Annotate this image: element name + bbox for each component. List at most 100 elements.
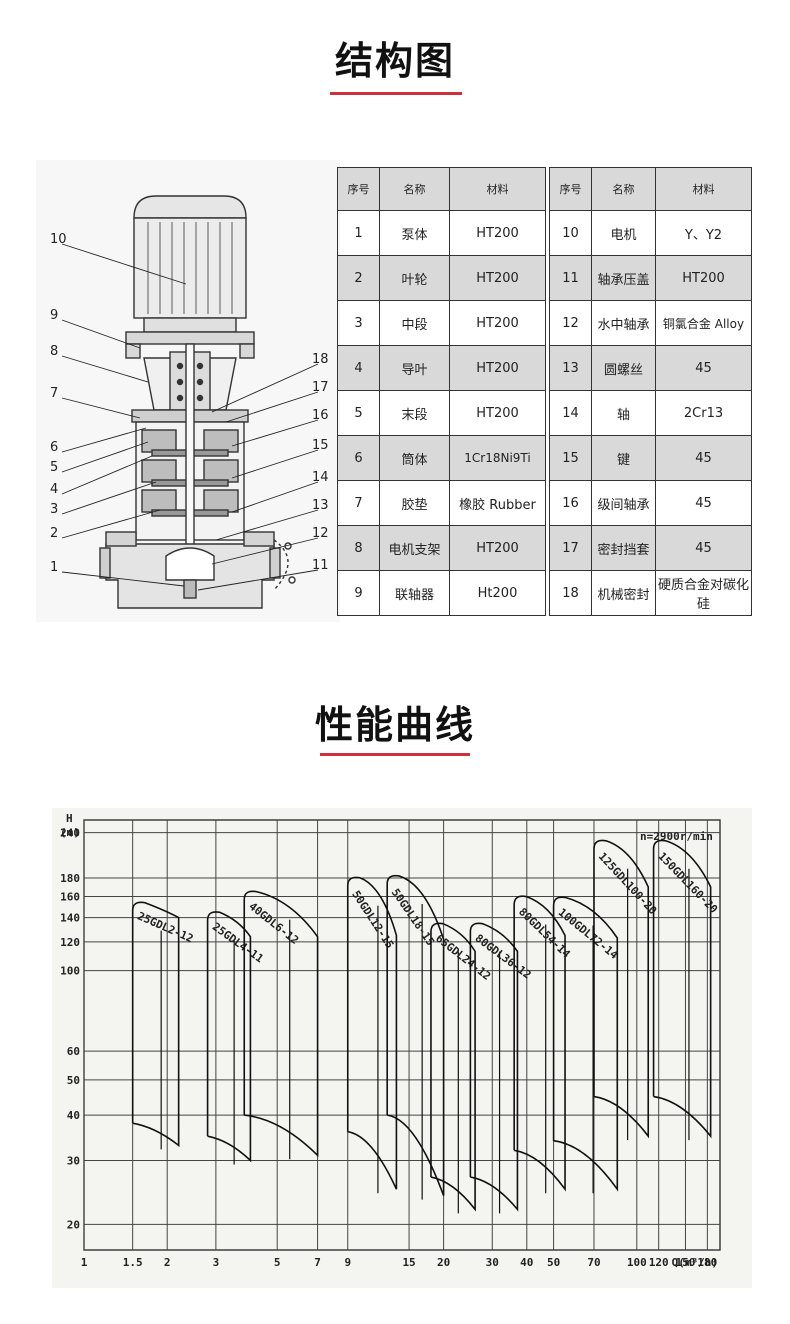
cell-name: 筒体 [379, 435, 450, 481]
callout-6: 6 [50, 440, 59, 455]
cell-material: Y、Y2 [655, 210, 752, 256]
series-curve [131, 901, 180, 1148]
callout-15: 15 [312, 438, 329, 453]
x-tick-label: 1.5 [123, 1256, 143, 1269]
callout-7: 7 [50, 386, 59, 401]
cell-name: 胶垫 [379, 480, 450, 526]
series-label: 150GDL160-20 [655, 850, 720, 916]
performance-heading-rule [320, 753, 470, 756]
cell-no: 2 [337, 255, 380, 301]
cell-material: HT200 [449, 345, 546, 391]
header-no-left: 序号 [337, 167, 380, 211]
y-tick-label: 60 [67, 1045, 80, 1058]
y-axis-unit: (m) [60, 826, 80, 839]
x-tick-label: 3 [213, 1256, 220, 1269]
cell-name: 电机 [591, 210, 656, 256]
callout-4: 4 [50, 482, 59, 497]
cell-material: 1Cr18Ni9Ti [449, 435, 546, 481]
callout-9: 9 [50, 308, 59, 323]
cell-no: 6 [337, 435, 380, 481]
cell-no: 17 [549, 525, 592, 571]
cell-material: 2Cr13 [655, 390, 752, 436]
callout-1: 1 [50, 560, 59, 575]
series-curve [243, 890, 319, 1158]
callout-3: 3 [50, 502, 59, 517]
y-tick-label: 240 [60, 827, 80, 840]
x-tick-label: 2 [164, 1256, 171, 1269]
series-label: 40GDL6-12 [246, 900, 301, 947]
cell-name: 轴承压盖 [591, 255, 656, 301]
series-curve [652, 839, 712, 1139]
y-tick-label: 140 [60, 912, 80, 925]
x-axis-label: Q(m³/h) [672, 1256, 718, 1269]
x-tick-label: 70 [587, 1256, 600, 1269]
cell-no: 4 [337, 345, 380, 391]
series-label: 25GDL2-12 [135, 909, 195, 945]
cell-name: 导叶 [379, 345, 450, 391]
cell-material: 45 [655, 480, 752, 526]
motor-fan-cap [133, 195, 247, 219]
cell-no: 5 [337, 390, 380, 436]
callout-8: 8 [50, 344, 59, 359]
series-curve [430, 922, 476, 1212]
x-tick-label: 150 [676, 1256, 696, 1269]
cell-no: 1 [337, 210, 380, 256]
cell-material: 铜氯合金 Alloy [655, 300, 752, 346]
series-curve [469, 922, 519, 1212]
cell-no: 16 [549, 480, 592, 526]
callout-18: 18 [312, 352, 329, 367]
x-tick-label: 15 [402, 1256, 415, 1269]
cell-no: 12 [549, 300, 592, 346]
cell-name: 电机支架 [379, 525, 450, 571]
x-tick-label: 9 [344, 1256, 351, 1269]
cell-no: 7 [337, 480, 380, 526]
cell-no: 8 [337, 525, 380, 571]
cell-material: HT200 [449, 300, 546, 346]
cell-material: Ht200 [449, 570, 546, 616]
cell-no: 3 [337, 300, 380, 346]
y-tick-label: 40 [67, 1109, 80, 1122]
cell-name: 圆螺丝 [591, 345, 656, 391]
series-curve [513, 895, 566, 1192]
cell-name: 轴 [591, 390, 656, 436]
cell-material: 45 [655, 345, 752, 391]
cell-material: 硬质合金对碳化硅 [655, 570, 752, 616]
cell-material: HT200 [449, 210, 546, 256]
header-name-right: 名称 [591, 167, 656, 211]
cell-material: 橡胶 Rubber [449, 480, 546, 526]
cell-no: 13 [549, 345, 592, 391]
y-tick-label: 120 [60, 936, 80, 949]
cell-name: 级间轴承 [591, 480, 656, 526]
series-label: 25GDL4-11 [210, 920, 266, 966]
callout-16: 16 [312, 408, 329, 423]
callout-14: 14 [312, 470, 329, 485]
callout-11: 11 [312, 558, 329, 573]
x-tick-label: 100 [627, 1256, 647, 1269]
table-header-row: 序号 名称 材料 序号 名称 材料 [337, 167, 752, 211]
cell-material: 45 [655, 525, 752, 571]
y-tick-label: 30 [67, 1154, 80, 1167]
callout-17: 17 [312, 380, 329, 395]
cell-name: 机械密封 [591, 570, 656, 616]
cell-material: 45 [655, 435, 752, 481]
callout-10: 10 [50, 232, 67, 247]
series-curve [552, 896, 619, 1192]
header-name-left: 名称 [379, 167, 450, 211]
series-curve [206, 911, 252, 1163]
cell-no: 11 [549, 255, 592, 301]
cell-name: 键 [591, 435, 656, 481]
cell-no: 18 [549, 570, 592, 616]
y-tick-label: 20 [67, 1218, 80, 1231]
x-tick-label: 40 [520, 1256, 533, 1269]
cell-name: 水中轴承 [591, 300, 656, 346]
cell-no: 14 [549, 390, 592, 436]
pump-structure-diagram: 10 9 8 7 6 5 4 3 2 1 18 17 16 15 14 13 1… [36, 160, 340, 622]
motor-body [133, 217, 247, 319]
y-tick-label: 100 [60, 965, 80, 978]
